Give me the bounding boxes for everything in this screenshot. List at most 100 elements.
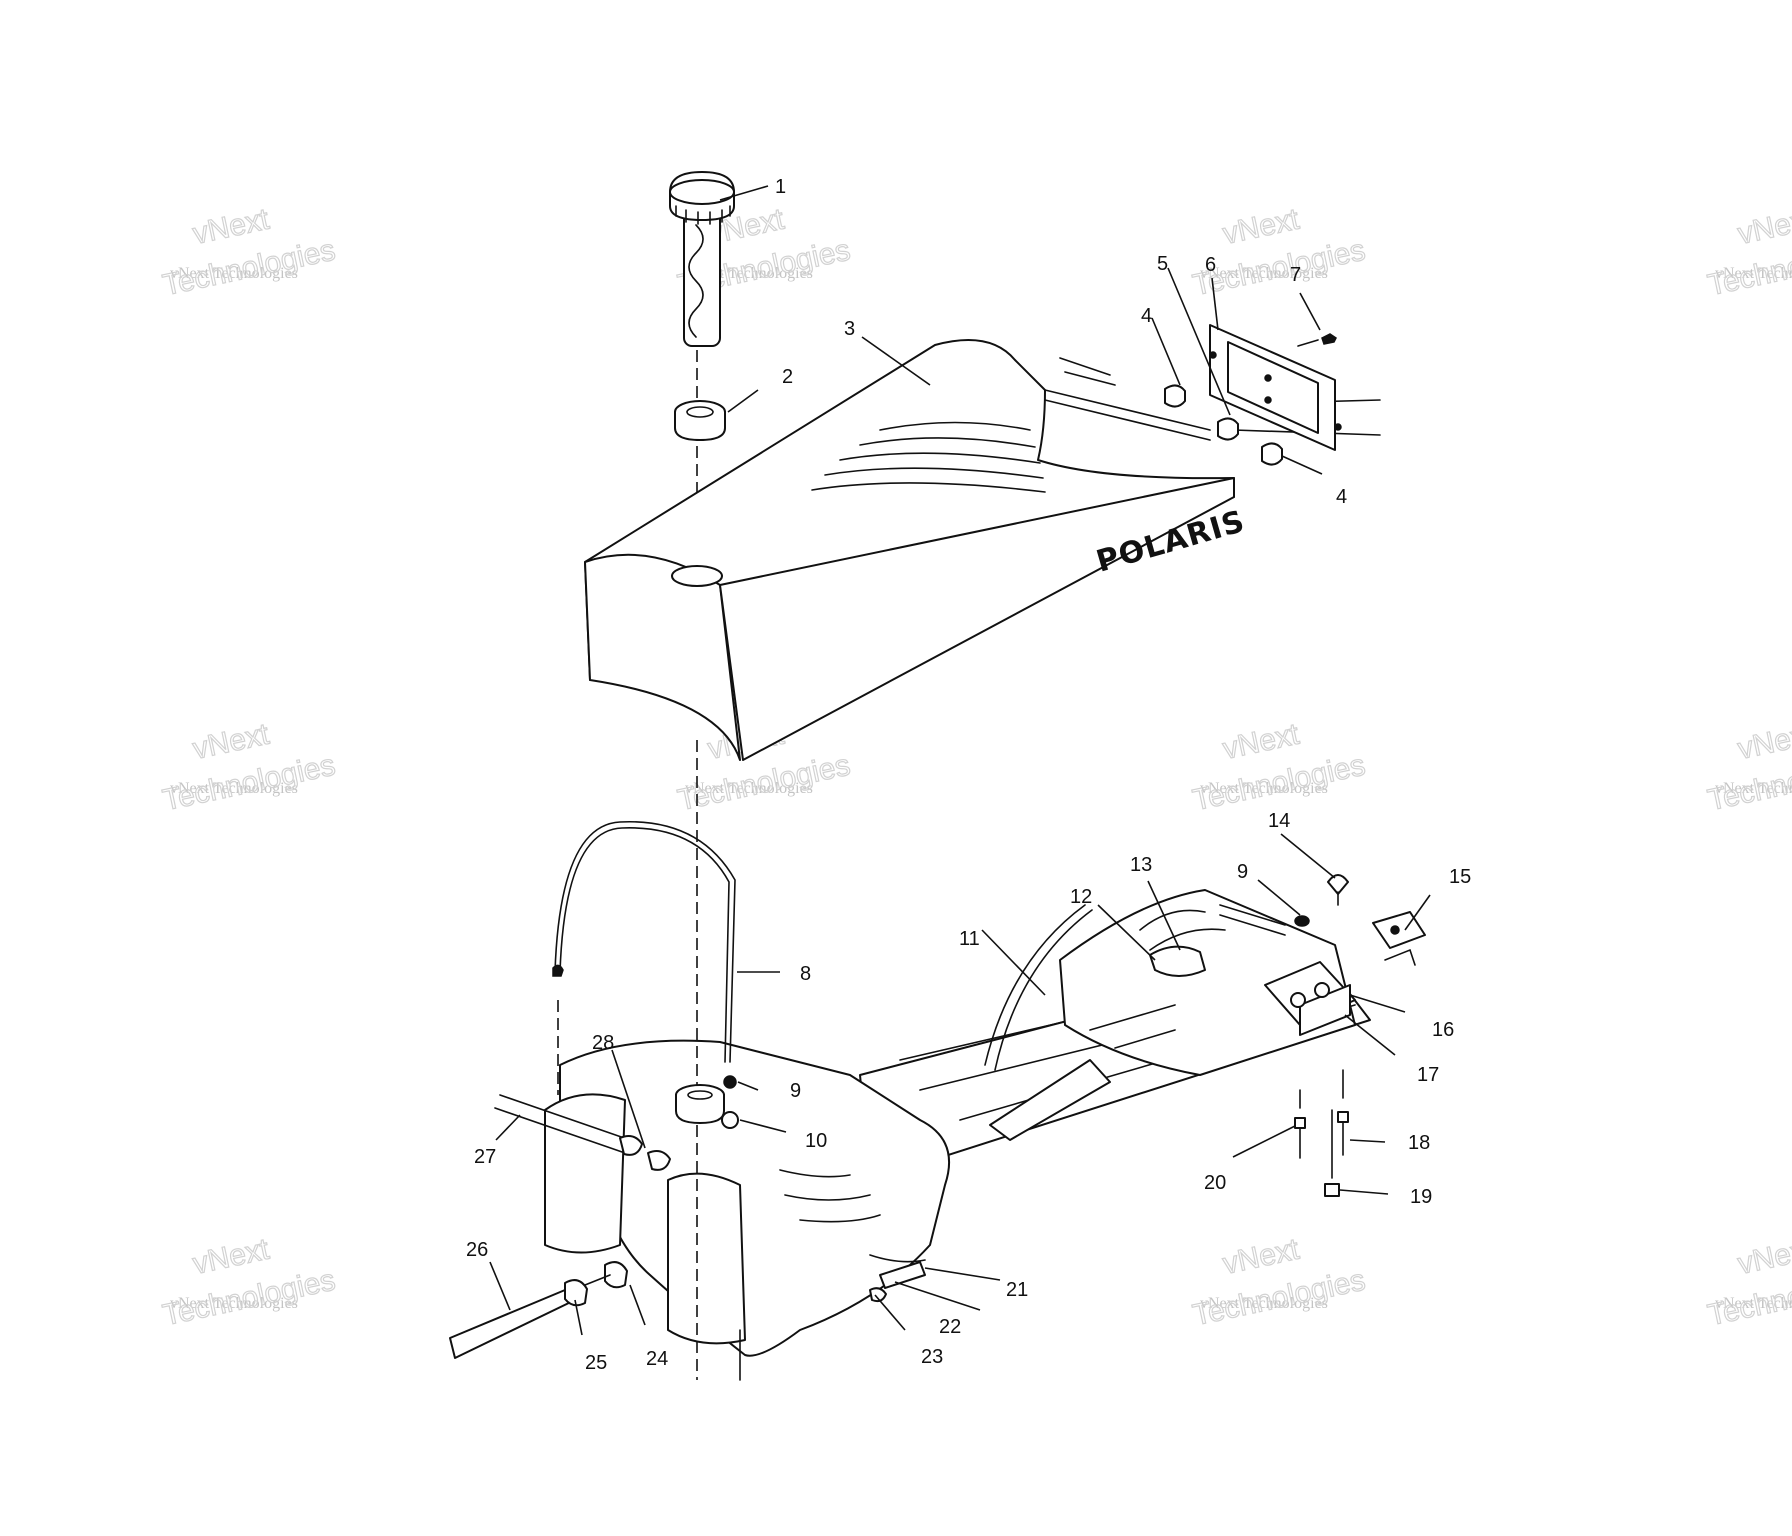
callout-27: 27 — [474, 1146, 496, 1168]
watermark-text-top: vNext — [190, 1233, 273, 1281]
leader-9-low — [737, 1081, 759, 1091]
fuel-tank — [494, 1039, 951, 1381]
seat-rear-rail — [1044, 389, 1211, 441]
callout-26: 26 — [466, 1239, 488, 1261]
callout-2: 2 — [782, 366, 793, 388]
watermark-text-top: vNext — [1735, 1233, 1792, 1281]
watermark-text-bottom: Technologies — [160, 1264, 338, 1333]
watermark: vNext vNext Technologies Technologies — [159, 1232, 338, 1333]
screw — [1321, 333, 1337, 345]
seat-stitch-lines — [811, 421, 1046, 493]
outlet-clamp — [869, 1287, 887, 1303]
bracket-plate — [1299, 984, 1351, 1036]
callout-13: 13 — [1130, 854, 1152, 876]
watermark: vNext vNext Technologies Technologies — [1704, 717, 1792, 818]
seat-front-face — [584, 553, 741, 761]
tank-outlet-fitting — [879, 1261, 926, 1289]
sender-wire-loop-inner — [559, 827, 730, 1063]
dipstick-wave — [688, 224, 704, 338]
leader-6 — [1211, 277, 1219, 331]
callout-20: 20 — [1204, 1172, 1226, 1194]
watermark: vNext vNext Technologies Technologies — [159, 202, 338, 303]
leader-7 — [1299, 292, 1321, 331]
watermark-text-top: vNext — [1220, 1233, 1303, 1281]
watermark-text-bottom: Technologies — [1190, 749, 1368, 818]
leader-4 — [1151, 317, 1181, 386]
reservoir-body — [1059, 889, 1356, 1076]
callout-1: 1 — [775, 176, 786, 198]
callout-22: 22 — [939, 1316, 961, 1338]
wire-connector — [552, 964, 564, 977]
bracket-grommet — [1290, 992, 1306, 1008]
watermark-text-mid: vNext Technologies — [170, 1295, 298, 1312]
bolt-head — [1324, 1183, 1340, 1197]
callout-24: 24 — [646, 1348, 668, 1370]
fuel-cap-dipstick — [669, 171, 735, 347]
bezel-screw-hole — [1334, 423, 1342, 431]
watermark-text-mid: vNext Technologies — [1200, 1295, 1328, 1312]
bolt-head — [1294, 1117, 1306, 1129]
watermark-text-top: vNext — [1220, 203, 1303, 251]
leader-18 — [1349, 1139, 1386, 1143]
fuel-line-fitting — [619, 1135, 643, 1156]
clip-arm — [1384, 948, 1416, 966]
leader-17 — [1344, 1014, 1396, 1056]
nut — [721, 1111, 739, 1129]
watermark-text-bottom: Technologies — [160, 234, 338, 303]
watermark-text-mid: vNext Technologies — [1715, 1295, 1792, 1312]
leader-28 — [611, 1049, 646, 1149]
reservoir-handle — [1219, 904, 1286, 936]
taillight-lens — [1227, 341, 1319, 434]
callout-labels: 1 2 3 4 5 6 7 4 14 13 9 15 12 11 8 16 17… — [466, 176, 1471, 1374]
watermark-text-mid: vNext Technologies — [170, 780, 298, 797]
leader-23 — [874, 1294, 906, 1331]
fuel-fitting — [604, 1261, 628, 1289]
watermark-text-top: vNext — [1220, 718, 1303, 766]
leader-15 — [1404, 894, 1431, 931]
tank-filler-hole — [687, 1090, 713, 1100]
fuel-line — [449, 1261, 628, 1359]
callout-18: 18 — [1408, 1132, 1430, 1154]
leader-21 — [924, 1267, 1001, 1281]
watermark-text-bottom: Technologies — [1190, 1264, 1368, 1333]
leader-24 — [629, 1284, 646, 1326]
callout-6: 6 — [1205, 254, 1216, 276]
leader-16 — [1349, 994, 1406, 1013]
watermark-text-top: vNext — [190, 203, 273, 251]
tank-saddle-right — [667, 1172, 746, 1345]
callout-4b: 4 — [1336, 486, 1347, 508]
watermark-text-mid: vNext Technologies — [1715, 265, 1792, 282]
screw-shaft — [1297, 339, 1319, 347]
leader-9-top — [1257, 879, 1301, 916]
bulb — [1261, 442, 1283, 466]
leader-20 — [1232, 1125, 1296, 1158]
callout-8: 8 — [800, 963, 811, 985]
seat-vent — [1059, 357, 1116, 386]
watermark-text-top: vNext — [1735, 718, 1792, 766]
reservoir-pegs — [1089, 1004, 1176, 1049]
leader-26 — [489, 1261, 511, 1311]
watermark: vNext vNext Technologies Technologies — [1189, 1232, 1368, 1333]
fuel-line-top — [494, 1094, 631, 1154]
callout-9-low: 9 — [790, 1080, 801, 1102]
watermark: vNext vNext Technologies Technologies — [159, 717, 338, 818]
callout-28: 28 — [592, 1032, 614, 1054]
clip-hole — [1390, 925, 1400, 935]
grommet-body — [674, 411, 726, 441]
watermark-text-mid: vNext Technologies — [170, 265, 298, 282]
watermark-text-bottom: Technologies — [1190, 234, 1368, 303]
callout-10: 10 — [805, 1130, 827, 1152]
callout-23: 23 — [921, 1346, 943, 1368]
fuel-cap-top — [669, 179, 735, 205]
bulb — [1217, 417, 1239, 441]
watermark-text-bottom: Technologies — [675, 749, 853, 818]
bolt-head — [1337, 1111, 1349, 1123]
hose-connector — [584, 1274, 611, 1286]
callout-14: 14 — [1268, 810, 1290, 832]
leader-5 — [1167, 267, 1231, 416]
reservoir-fill-neck — [1149, 945, 1206, 977]
hose-clamp — [564, 1279, 588, 1307]
callout-21: 21 — [1006, 1279, 1028, 1301]
callout-15: 15 — [1449, 866, 1471, 888]
